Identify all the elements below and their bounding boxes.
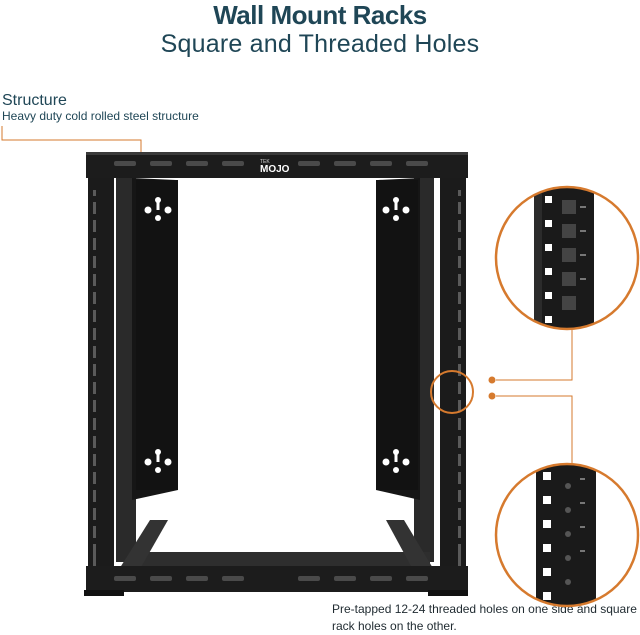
page-title: Wall Mount Racks — [213, 0, 427, 30]
brand-logo: MOJO — [260, 164, 290, 175]
page-subtitle: Square and Threaded Holes — [160, 30, 480, 58]
detail-leader-lines — [488, 329, 573, 464]
left-wall-bracket — [132, 178, 178, 500]
structure-callout-description: Heavy duty cold rolled steel structure — [2, 109, 199, 123]
brand-logo-small: TEK — [260, 159, 270, 165]
threaded-holes-zoom — [494, 462, 640, 608]
rack-frame — [84, 152, 468, 596]
square-holes-zoom — [494, 185, 640, 331]
detail-highlight-circle — [430, 370, 474, 414]
structure-callout-title: Structure — [2, 92, 67, 109]
right-wall-bracket — [376, 178, 420, 500]
